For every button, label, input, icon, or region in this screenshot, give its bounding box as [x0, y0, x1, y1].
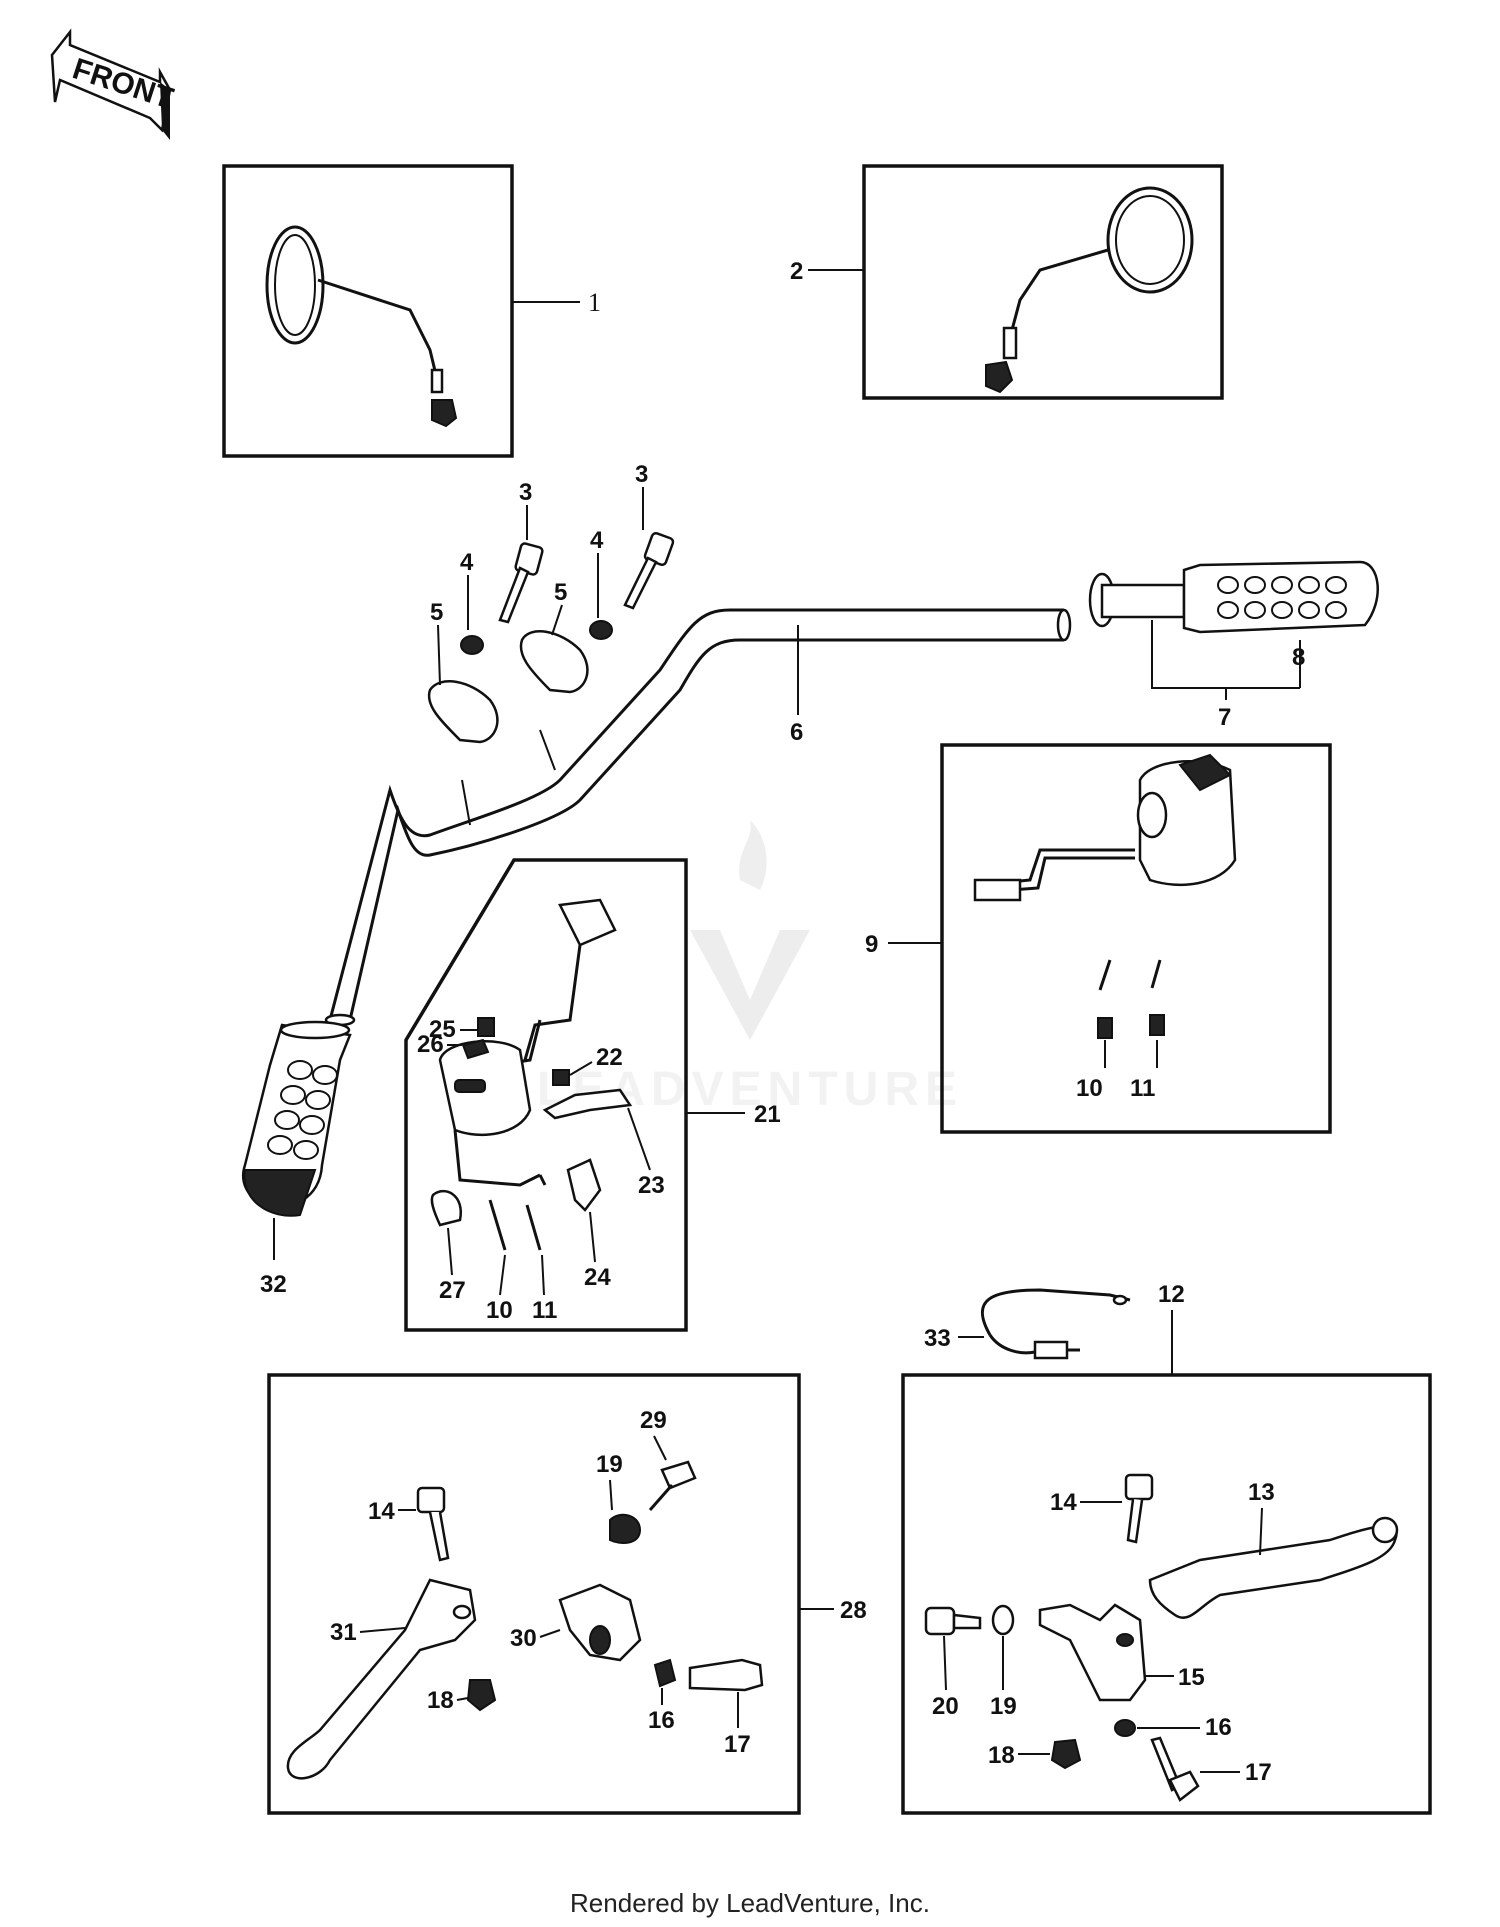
callout-16b: 16 — [1205, 1714, 1232, 1741]
callout-15: 15 — [1178, 1664, 1205, 1691]
callout-10a: 10 — [1076, 1075, 1103, 1102]
lever-right-assembly — [924, 1473, 1399, 1802]
callout-32: 32 — [260, 1271, 287, 1298]
mirror-right — [985, 186, 1194, 394]
callout-14a: 14 — [368, 1498, 395, 1525]
callout-28: 28 — [840, 1597, 867, 1624]
callout-12: 12 — [1158, 1281, 1185, 1308]
callout-3a: 3 — [519, 479, 532, 506]
callout-5b: 5 — [554, 579, 567, 606]
clamp-bolt-left — [498, 542, 544, 624]
callout-17a: 17 — [724, 1731, 751, 1758]
callout-10b: 10 — [486, 1297, 513, 1324]
callout-17b: 17 — [1245, 1759, 1272, 1786]
right-switch-assembly — [973, 753, 1237, 1039]
washer-left — [460, 635, 484, 655]
callout-19b: 19 — [990, 1693, 1017, 1720]
left-grip — [242, 1020, 352, 1217]
callout-16a: 16 — [648, 1707, 675, 1734]
callout-14b: 14 — [1050, 1489, 1077, 1516]
watermark-logo: LEADVENTURE — [537, 820, 957, 1116]
callout-31: 31 — [330, 1619, 357, 1646]
callout-25: 25 — [429, 1016, 456, 1043]
front-arrow-icon: FRONT — [50, 28, 177, 140]
box-mirror-left — [222, 164, 514, 458]
callout-33: 33 — [924, 1325, 951, 1352]
box-left-switch — [404, 858, 688, 1332]
callout-23: 23 — [638, 1172, 665, 1199]
callout-22: 22 — [596, 1044, 623, 1071]
callout-27: 27 — [439, 1277, 466, 1304]
lever-left-assembly — [286, 1460, 764, 1780]
callout-1: 1 — [588, 288, 601, 317]
callout-18b: 18 — [988, 1742, 1015, 1769]
callout-13: 13 — [1248, 1479, 1275, 1506]
clamp-bolt-right — [623, 531, 675, 610]
footer-credit: Rendered by LeadVenture, Inc. — [570, 1888, 930, 1918]
callout-11a: 11 — [1130, 1075, 1155, 1102]
callout-4a: 4 — [460, 549, 474, 576]
clamp-right — [519, 630, 589, 694]
box-mirror-right — [862, 164, 1224, 400]
clamp-left — [427, 680, 499, 744]
callout-7: 7 — [1218, 704, 1231, 731]
callout-6: 6 — [790, 719, 803, 746]
callout-5a: 5 — [430, 599, 443, 626]
callout-24: 24 — [584, 1264, 611, 1291]
callout-30: 30 — [510, 1625, 537, 1652]
callout-20: 20 — [932, 1693, 959, 1720]
handlebar — [324, 608, 1072, 1027]
box-lever-right — [901, 1373, 1432, 1815]
callout-2: 2 — [790, 258, 803, 285]
callout-8: 8 — [1292, 644, 1305, 671]
right-grip — [1088, 560, 1379, 634]
washer-right — [589, 620, 613, 640]
callout-9: 9 — [865, 931, 878, 958]
callout-4b: 4 — [590, 527, 604, 554]
mirror-left — [265, 225, 458, 428]
callout-29: 29 — [640, 1407, 667, 1434]
left-switch-assembly — [430, 898, 633, 1251]
callout-11b: 11 — [532, 1297, 557, 1324]
callout-19a: 19 — [596, 1451, 623, 1478]
callout-21: 21 — [754, 1101, 781, 1128]
box-lever-left — [267, 1373, 801, 1815]
callout-18a: 18 — [427, 1687, 454, 1714]
box-right-switch — [940, 743, 1332, 1134]
wire-33 — [980, 1288, 1131, 1360]
callout-3b: 3 — [635, 461, 648, 488]
callout-26: 26 — [417, 1031, 444, 1058]
